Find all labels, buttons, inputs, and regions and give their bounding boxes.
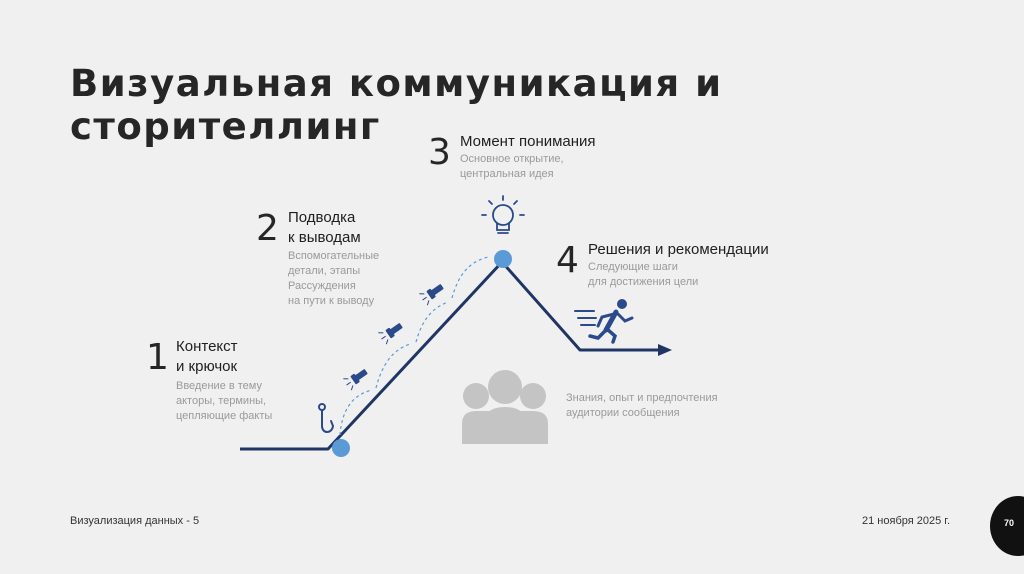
step-heading: Решения и рекомендации xyxy=(588,240,769,260)
step-number: 4 xyxy=(556,240,579,281)
step-description: Основное открытие, центральная идея xyxy=(460,152,564,182)
lightbulb-icon xyxy=(481,195,525,234)
audience-group-icon xyxy=(462,370,548,444)
step-description-line: Рассуждения xyxy=(288,280,356,292)
step-description: Вспомогательные детали, этапы Рассуждени… xyxy=(288,249,379,309)
dashed-arcs xyxy=(339,256,489,436)
fishhook-icon xyxy=(318,403,335,433)
page-number: 70 xyxy=(1004,518,1015,528)
step-heading-line: Подводка xyxy=(288,209,356,226)
step-number: 3 xyxy=(428,132,451,173)
flashlight-icon xyxy=(419,284,444,306)
step-heading: Подводка к выводам xyxy=(288,208,361,248)
step-description-line: Вспомогательные xyxy=(288,250,380,262)
step-description-line: на пути к выводу xyxy=(288,295,375,307)
step-description: Следующие шаги для достижения цели xyxy=(588,260,698,290)
step-heading-line: Контекст xyxy=(176,338,238,355)
step-number: 1 xyxy=(146,337,169,378)
audience-note-line: аудитории сообщения xyxy=(566,407,680,419)
node-start xyxy=(332,439,350,457)
step-heading-line: Решения и рекомендации xyxy=(588,241,769,258)
audience-note-line: Знания, опыт и предпочтения xyxy=(566,392,718,404)
slide-title: Визуальная коммуникация и сторителлинг xyxy=(70,62,723,148)
step-description-line: центральная идея xyxy=(460,168,554,180)
step-heading-line: к выводам xyxy=(288,229,361,246)
running-person-icon xyxy=(574,299,634,344)
flashlight-icon xyxy=(343,369,368,391)
audience-note: Знания, опыт и предпочтения аудитории со… xyxy=(566,391,718,421)
footer-date: 21 ноября 2025 г. xyxy=(862,515,950,527)
flashlight-icon xyxy=(378,323,403,345)
arrow-head-icon xyxy=(658,344,672,356)
step-description-line: цепляющие факты xyxy=(176,410,273,422)
dashed-arc xyxy=(375,343,411,389)
step-description-line: акторы, термины, xyxy=(176,395,267,407)
step-description-line: Следующие шаги xyxy=(588,261,678,273)
step-heading-line: Момент понимания xyxy=(460,133,596,150)
step-description-line: для достижения цели xyxy=(588,276,699,288)
step-number: 2 xyxy=(256,208,279,249)
node-peak xyxy=(494,250,512,268)
dashed-arc xyxy=(415,301,449,343)
dashed-arc xyxy=(339,389,373,436)
step-description-line: детали, этапы xyxy=(288,265,361,277)
step-heading: Контекст и крючок xyxy=(176,337,238,377)
footer-course: Визуализация данных - 5 xyxy=(70,515,200,527)
step-description-line: Основное открытие, xyxy=(460,153,564,165)
dashed-arc xyxy=(451,256,489,299)
step-description: Введение в тему акторы, термины, цепляющ… xyxy=(176,379,272,424)
step-heading-line: и крючок xyxy=(176,358,238,375)
step-description-line: Введение в тему xyxy=(176,380,262,392)
step-heading: Момент понимания xyxy=(460,132,596,152)
